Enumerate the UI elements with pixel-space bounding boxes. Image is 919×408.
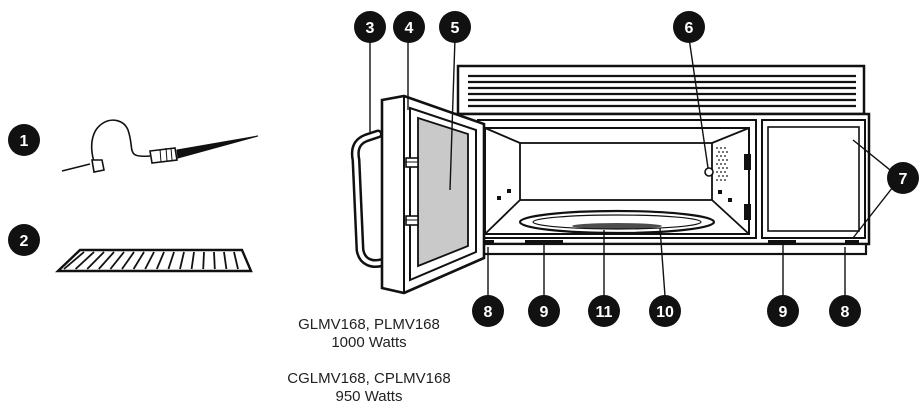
- callout-number: 4: [405, 20, 414, 37]
- rack-bar: [190, 251, 195, 270]
- cavity-light: [704, 167, 714, 177]
- rack-bar: [74, 251, 95, 270]
- rack-bar: [155, 251, 165, 270]
- callout-number: 5: [451, 20, 460, 37]
- model-names: GLMV168, PLMV168: [298, 316, 440, 333]
- callout-badge-9-left: 9: [528, 295, 560, 327]
- turntable: [518, 209, 716, 235]
- callout-badge-2: 2: [8, 224, 40, 256]
- callout-number: 3: [366, 20, 375, 37]
- temperature-probe: [61, 119, 259, 173]
- callout-badge-4: 4: [393, 11, 425, 43]
- model-group-2: CGLMV168, CPLMV168 950 Watts: [249, 370, 489, 406]
- model-names: CGLMV168, CPLMV168: [287, 370, 451, 387]
- rack-bar: [121, 251, 135, 270]
- callout-number: 2: [20, 233, 29, 250]
- callout-badge-9-right: 9: [767, 295, 799, 327]
- rack-bar: [132, 251, 145, 270]
- callout-number: 1: [20, 133, 29, 150]
- leader-lines: [369, 37, 901, 297]
- cooktop-light-left: [525, 240, 563, 245]
- callout-badge-5: 5: [439, 11, 471, 43]
- rack-bar: [202, 251, 205, 270]
- model-group-1: GLMV168, PLMV168 1000 Watts: [249, 316, 489, 352]
- rack-bar: [213, 251, 216, 270]
- callout-number: 8: [484, 304, 493, 321]
- callout-number: 9: [779, 304, 788, 321]
- callout-number: 6: [685, 20, 694, 37]
- callout-number: 9: [540, 304, 549, 321]
- model-wattage: 950 Watts: [335, 388, 403, 405]
- callout-badge-6: 6: [673, 11, 705, 43]
- callout-number: 8: [841, 304, 850, 321]
- rack-bar: [223, 251, 228, 270]
- rack-bar: [167, 251, 175, 270]
- rack-bar: [144, 251, 155, 270]
- callout-number: 7: [899, 171, 908, 188]
- shelf-rack: [55, 248, 253, 273]
- rack-bar: [63, 251, 85, 270]
- callout-badge-3: 3: [354, 11, 386, 43]
- oven-door: [350, 94, 486, 295]
- callout-badge-10: 10: [649, 295, 681, 327]
- microwave-oven: [453, 64, 871, 256]
- callout-badge-7: 7: [887, 162, 919, 194]
- callout-badge-1: 1: [8, 124, 40, 156]
- door-window: [417, 116, 469, 268]
- cavity-vent: [716, 147, 728, 181]
- callout-badge-8-left: 8: [472, 295, 504, 327]
- cooktop-light-right: [768, 240, 796, 245]
- rack-bar: [233, 251, 239, 270]
- callout-number: 11: [596, 304, 613, 321]
- model-wattage: 1000 Watts: [331, 334, 407, 351]
- rack-bar: [98, 251, 115, 270]
- rack-bar: [109, 251, 125, 270]
- callout-number: 10: [656, 304, 674, 321]
- callout-badge-11: 11: [588, 295, 620, 327]
- rack-bar: [86, 251, 105, 270]
- callout-badge-8-right: 8: [829, 295, 861, 327]
- rack-bar: [179, 251, 185, 270]
